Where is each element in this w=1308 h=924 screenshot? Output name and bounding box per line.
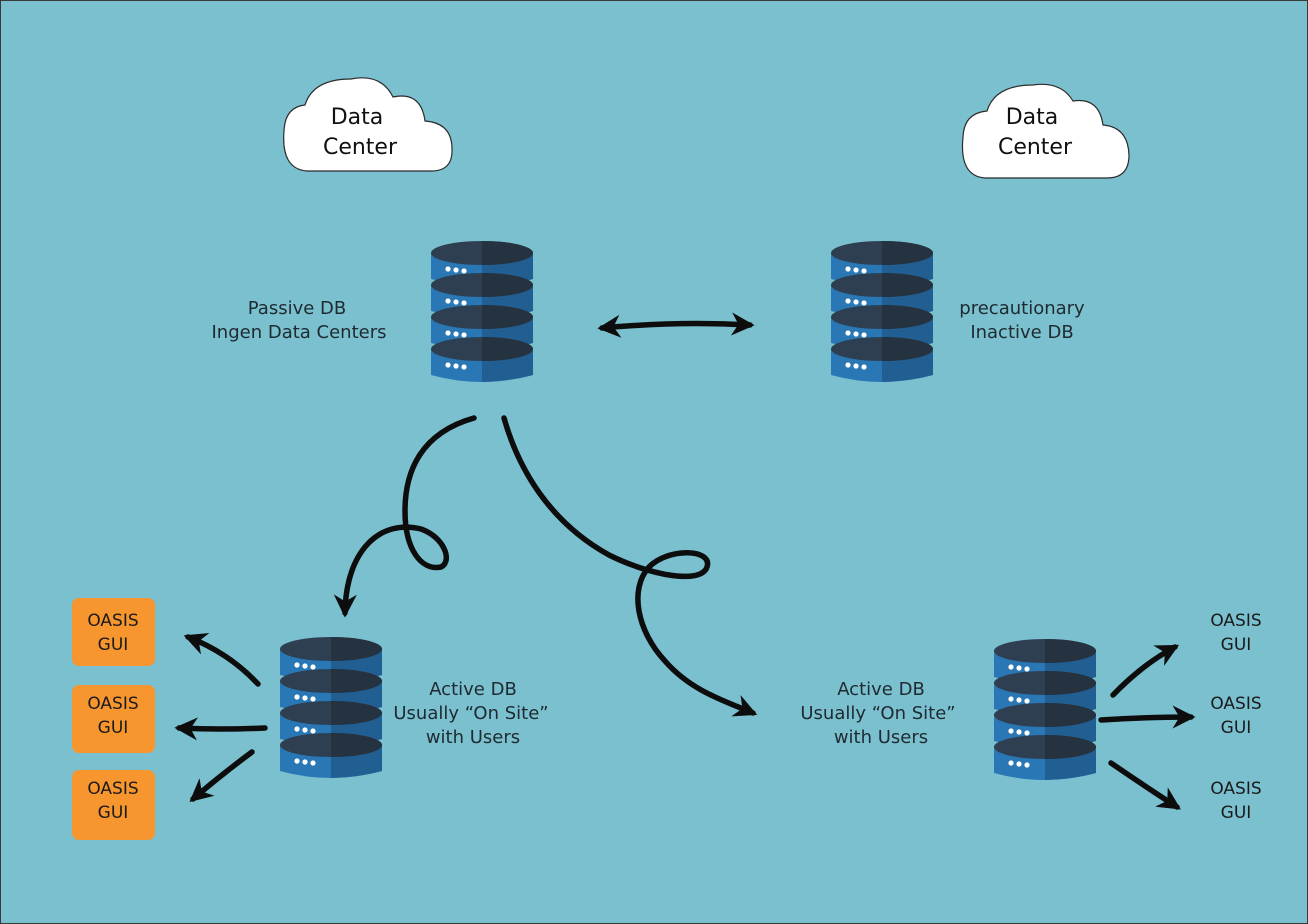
gui-label-line2: GUI — [1221, 803, 1252, 823]
db-label-line1: Active DB — [837, 679, 925, 700]
arrow-passive-to-active-left — [333, 415, 477, 618]
gui-left-1: OASIS GUI — [72, 598, 155, 666]
gui-left-2: OASIS GUI — [72, 685, 155, 753]
database-inactive: precautionary Inactive DB — [831, 241, 1085, 382]
db-label-line3: with Users — [426, 727, 520, 748]
gui-left-3: OASIS GUI — [72, 770, 155, 840]
gui-right-3: OASIS GUI — [1210, 779, 1261, 823]
arrow-to-gui-left-1 — [183, 632, 261, 687]
gui-label-line2: GUI — [98, 803, 129, 823]
gui-label-line1: OASIS — [1210, 779, 1261, 799]
gui-box — [72, 770, 155, 840]
gui-box — [72, 685, 155, 753]
arrow-to-gui-right-3 — [1108, 760, 1181, 810]
db-label-line2: Usually “On Site” — [393, 703, 548, 724]
gui-label-line1: OASIS — [87, 779, 138, 799]
db-label-line2: Inactive DB — [970, 322, 1073, 343]
cloud-label-line1: Data — [1006, 105, 1059, 130]
database-active-left: Active DB Usually “On Site” with Users — [280, 637, 549, 778]
arrow-to-gui-left-3 — [189, 749, 255, 803]
gui-right-2: OASIS GUI — [1210, 694, 1261, 738]
cloud-icon — [283, 77, 453, 172]
gui-label-line2: GUI — [1221, 635, 1252, 655]
db-label-line2: Usually “On Site” — [800, 703, 955, 724]
arrow-passive-to-active-right — [501, 415, 758, 717]
database-icon — [280, 637, 382, 778]
gui-label-line1: OASIS — [1210, 694, 1261, 714]
gui-label-line1: OASIS — [87, 694, 138, 714]
database-passive: Passive DB Ingen Data Centers — [211, 241, 533, 382]
gui-label-line2: GUI — [1221, 718, 1252, 738]
gui-right-1: OASIS GUI — [1210, 611, 1261, 655]
gui-label-line2: GUI — [98, 635, 129, 655]
arrow-replication — [597, 312, 755, 338]
cloud-right: Data Center — [961, 83, 1130, 179]
database-active-right: Active DB Usually “On Site” with Users — [800, 639, 1096, 780]
arrow-to-gui-right-1 — [1110, 644, 1180, 698]
cloud-label-line1: Data — [331, 105, 384, 130]
gui-label-line1: OASIS — [1210, 611, 1261, 631]
cloud-label-line2: Center — [323, 135, 398, 160]
cloud-label-line2: Center — [998, 135, 1073, 160]
cloud-icon — [961, 83, 1130, 179]
database-icon — [431, 241, 533, 382]
gui-label-line1: OASIS — [87, 611, 138, 631]
arrows — [174, 312, 1196, 810]
database-icon — [831, 241, 933, 382]
db-label-line2: Ingen Data Centers — [211, 322, 386, 343]
database-icon — [994, 639, 1096, 780]
cloud-left: Data Center — [283, 77, 453, 172]
db-label-line1: Active DB — [429, 679, 517, 700]
gui-box — [72, 598, 155, 666]
db-label-line1: precautionary — [959, 298, 1085, 319]
gui-label-line2: GUI — [98, 718, 129, 738]
arrow-to-gui-right-2 — [1098, 705, 1196, 729]
arrow-to-gui-left-2 — [174, 717, 268, 741]
db-label-line1: Passive DB — [248, 298, 347, 319]
db-label-line3: with Users — [834, 727, 928, 748]
